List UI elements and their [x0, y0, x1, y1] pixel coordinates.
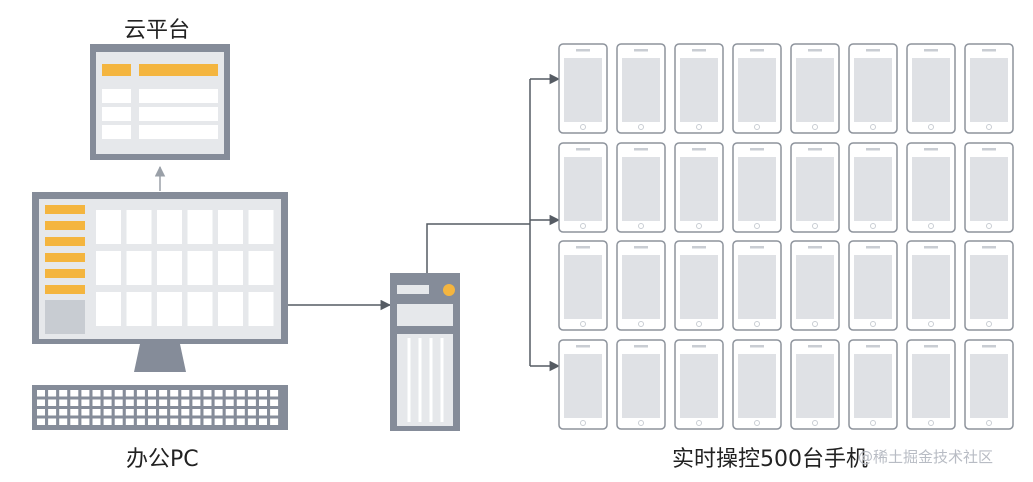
- phone-icon: [674, 43, 724, 134]
- phone-icon: [732, 339, 782, 430]
- phone-icon: [906, 339, 956, 430]
- cloud-platform-monitor-icon: [90, 44, 230, 160]
- phone-icon: [964, 142, 1014, 233]
- phone-icon: [558, 43, 608, 134]
- sidebar-bars: [45, 205, 85, 334]
- server-to-phones-connectors: [426, 73, 561, 372]
- phone-icon: [848, 142, 898, 233]
- phone-icon: [790, 142, 840, 233]
- phone-icon: [906, 43, 956, 134]
- cloud-platform-label: 云平台: [124, 18, 191, 43]
- phone-icon: [964, 339, 1014, 430]
- server-tower-icon: [390, 273, 460, 431]
- phone-icon: [848, 240, 898, 331]
- phone-icon: [964, 240, 1014, 331]
- phone-icon: [674, 142, 724, 233]
- phone-icon: [906, 142, 956, 233]
- phone-icon: [964, 43, 1014, 134]
- office-pc-monitor-icon: [32, 192, 288, 372]
- phone-icon: [616, 43, 666, 134]
- phone-icon: [674, 339, 724, 430]
- phone-icon: [848, 339, 898, 430]
- pc-screen-grid: [96, 210, 274, 326]
- phone-icon: [790, 339, 840, 430]
- phone-icon: [558, 240, 608, 331]
- phone-icon: [790, 43, 840, 134]
- phone-icon: [558, 339, 608, 430]
- phone-icon: [790, 240, 840, 331]
- phone-icon: [848, 43, 898, 134]
- phone-icon: [732, 43, 782, 134]
- phone-icon: [616, 339, 666, 430]
- phones-label: 实时操控500台手机: [672, 447, 868, 472]
- phone-grid: [558, 43, 1014, 430]
- phone-icon: [732, 240, 782, 331]
- phone-icon: [674, 240, 724, 331]
- keyboard-icon: [32, 385, 288, 430]
- phone-icon: [558, 142, 608, 233]
- phone-icon: [906, 240, 956, 331]
- phone-icon: [732, 142, 782, 233]
- watermark: @稀土掘金技术社区: [858, 448, 994, 466]
- phone-icon: [616, 240, 666, 331]
- phone-icon: [616, 142, 666, 233]
- office-pc-label: 办公PC: [126, 447, 199, 472]
